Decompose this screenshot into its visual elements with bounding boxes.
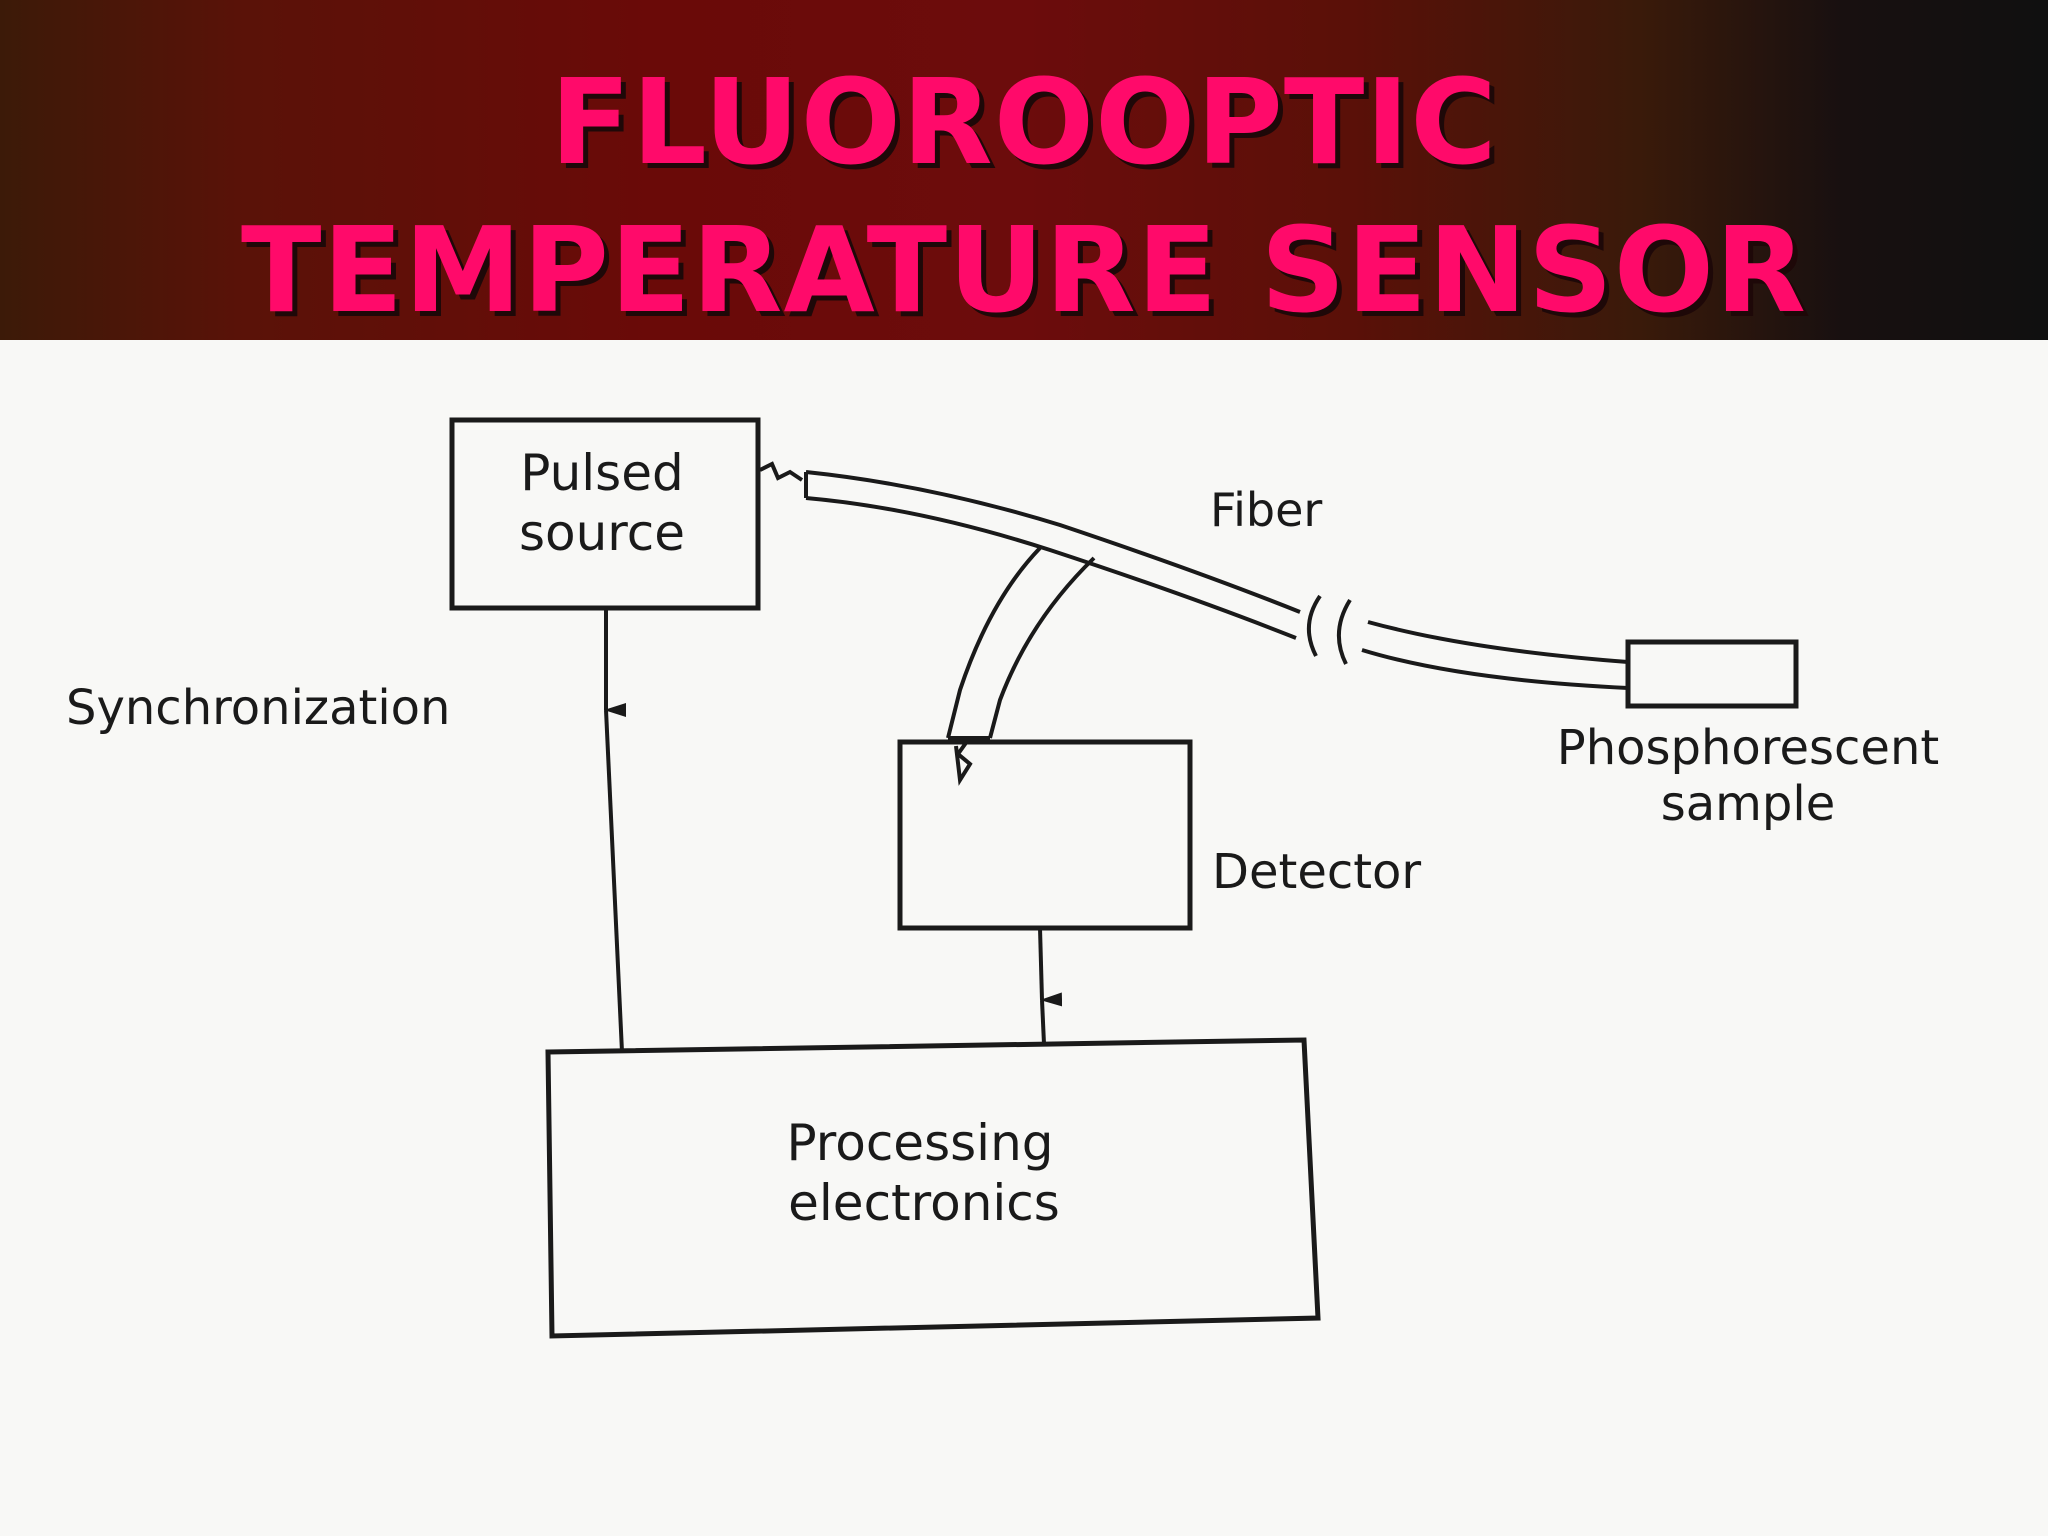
processing-electronics-box — [545, 1037, 1321, 1339]
fiber-break-right — [1336, 598, 1352, 665]
processing-electronics-block: Processing electronics — [545, 1037, 1321, 1339]
fiber-tail-upper — [1367, 620, 1629, 664]
fiber-break-left — [1306, 594, 1322, 657]
fiber-trunk-upper — [805, 470, 1301, 614]
fiber-branch-outer — [946, 546, 1042, 739]
fiber-source-connector — [759, 461, 804, 482]
processing-electronics-label-line-2: electronics — [788, 1174, 1060, 1232]
fiber-trunk-lower — [805, 496, 1297, 640]
slide-title-line-1: FLUOROOPTIC — [550, 53, 1498, 191]
fiber-branch-inner — [988, 556, 1096, 739]
phosphorescent-sample-box — [1625, 639, 1799, 709]
processing-electronics-label-line-1: Processing — [787, 1114, 1054, 1172]
sync-line-segment — [604, 709, 624, 1053]
detector-to-processing-arrow — [1038, 927, 1063, 1007]
detector-label: Detector — [1212, 844, 1421, 900]
slide-title: FLUOROOPTIC TEMPERATURE SENSOR — [0, 48, 2048, 344]
detector-to-processing-line — [1040, 999, 1046, 1045]
sensor-diagram: Pulsed source Fiber — [66, 417, 1939, 1339]
fiber-label: Fiber — [1210, 483, 1322, 537]
pulsed-source-label-line-1: Pulsed — [520, 444, 683, 502]
phosphorescent-sample-label-line-2: sample — [1661, 776, 1836, 832]
title-banner: FLUOROOPTIC TEMPERATURE SENSOR — [0, 0, 2048, 340]
fiber-detector-connector — [954, 738, 973, 786]
optical-fiber — [759, 461, 1629, 786]
detector-box — [897, 739, 1193, 931]
synchronization-label: Synchronization — [66, 680, 450, 736]
pulsed-source-block: Pulsed source — [449, 417, 761, 611]
fiber-tail-lower — [1361, 648, 1629, 690]
phosphorescent-sample-block: Phosphorescent sample — [1557, 639, 1939, 832]
slide-title-line-2: TEMPERATURE SENSOR — [240, 201, 1807, 339]
pulsed-source-label-line-2: source — [519, 504, 685, 562]
phosphorescent-sample-label-line-1: Phosphorescent — [1557, 720, 1939, 776]
detector-block: Detector — [897, 739, 1421, 931]
synchronization-link: Synchronization — [66, 608, 626, 1053]
